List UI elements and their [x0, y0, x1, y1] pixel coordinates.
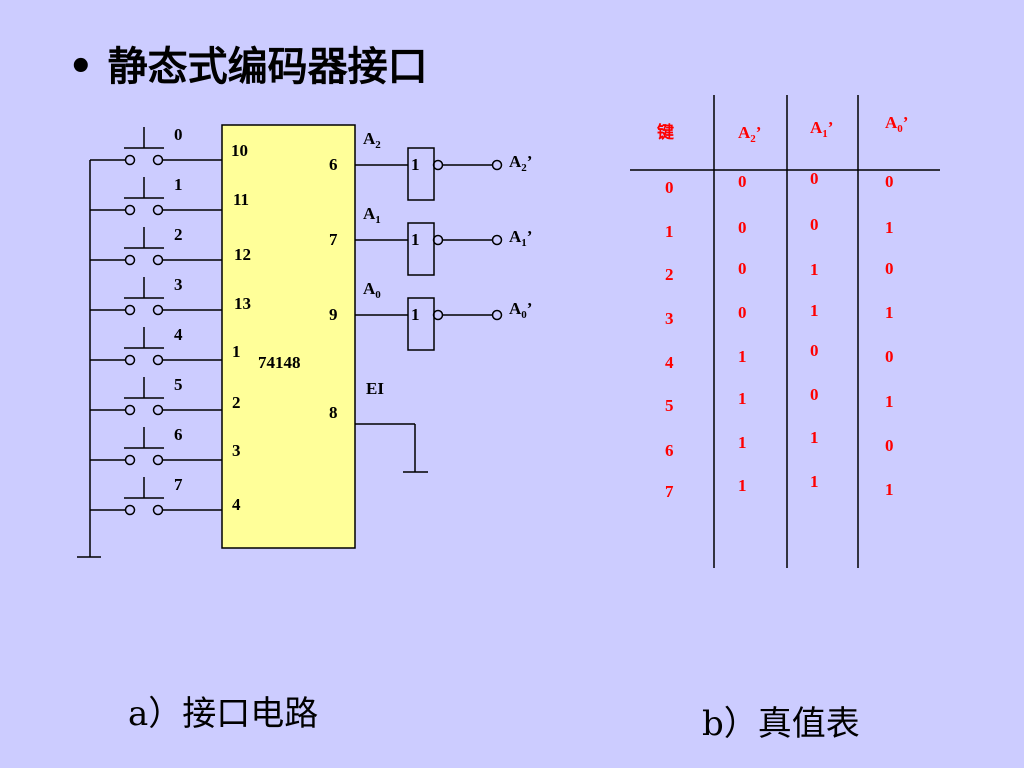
table-key-6: 6: [665, 441, 674, 460]
key-2-contact-left: [124, 254, 136, 266]
chip-input-pin-2: 2: [232, 393, 241, 412]
inverter-bubble-a1: [432, 234, 444, 246]
key-7-contact-left: [124, 504, 136, 516]
caption-truth-table: b）真值表: [702, 704, 860, 744]
table-cell-r4-c3: 0: [885, 347, 894, 366]
chip-input-pin-10: 10: [231, 141, 248, 160]
chip-output-pin-6: 6: [329, 155, 338, 174]
key-7-contact-right: [152, 504, 164, 516]
slide-title-text: 静态式编码器接口: [107, 44, 428, 90]
table-cell-r4-c1: 1: [738, 347, 747, 366]
output-label-a1: A1’: [509, 227, 532, 249]
table-key-1: 1: [665, 222, 674, 241]
table-cell-r3-c1: 0: [738, 303, 747, 322]
output-terminal-a1: [491, 234, 503, 246]
key-label-1: 1: [174, 175, 183, 194]
output-label-a0: A0’: [509, 299, 532, 321]
key-label-5: 5: [174, 375, 183, 394]
table-cell-r6-c3: 0: [885, 436, 894, 455]
table-cell-r5-c1: 1: [738, 389, 747, 408]
key-2-contact-right: [152, 254, 164, 266]
table-cell-r7-c1: 1: [738, 476, 747, 495]
signal-label-a2: A2: [363, 129, 381, 151]
inverter-label-a2: 1: [411, 155, 420, 174]
key-6-contact-left: [124, 454, 136, 466]
table-cell-r1-c3: 1: [885, 218, 894, 237]
chip-input-pin-1: 1: [232, 342, 241, 361]
key-label-3: 3: [174, 275, 183, 294]
table-cell-r2-c2: 1: [810, 260, 819, 279]
inverter-a2: [407, 147, 435, 201]
table-cell-r7-c2: 1: [810, 472, 819, 491]
inverter-label-a1: 1: [411, 230, 420, 249]
chip-74148: [221, 124, 356, 549]
key-0-contact-right: [152, 154, 164, 166]
table-key-2: 2: [665, 265, 674, 284]
table-cell-r5-c3: 1: [885, 392, 894, 411]
table-cell-r6-c1: 1: [738, 433, 747, 452]
key-4-contact-right: [152, 354, 164, 366]
table-cell-r3-c3: 1: [885, 303, 894, 322]
table-key-0: 0: [665, 178, 674, 197]
key-label-4: 4: [174, 325, 183, 344]
table-key-7: 7: [665, 482, 674, 501]
key-6-contact-right: [152, 454, 164, 466]
table-cell-r0-c1: 0: [738, 172, 747, 191]
key-1-contact-right: [152, 204, 164, 216]
key-0-contact-left: [124, 154, 136, 166]
chip-input-pin-4: 4: [232, 495, 241, 514]
key-5-contact-right: [152, 404, 164, 416]
table-key-5: 5: [665, 396, 674, 415]
signal-label-a0: A0: [363, 279, 381, 301]
bullet-icon: •: [68, 44, 94, 90]
key-label-0: 0: [174, 125, 183, 144]
chip-output-pin-8: 8: [329, 403, 338, 422]
inverter-bubble-a0: [432, 309, 444, 321]
table-cell-r3-c2: 1: [810, 301, 819, 320]
key-3-contact-left: [124, 304, 136, 316]
header-a0-prime: A0’: [885, 113, 908, 135]
table-cell-r1-c2: 0: [810, 215, 819, 234]
chip-input-pin-13: 13: [234, 294, 251, 313]
header-a2-prime: A2’: [738, 123, 761, 145]
chip-input-pin-11: 11: [233, 190, 249, 209]
caption-interface-circuit: a）接口电路: [128, 694, 319, 734]
key-4-contact-left: [124, 354, 136, 366]
ei-label: EI: [366, 379, 384, 398]
table-cell-r6-c2: 1: [810, 428, 819, 447]
output-terminal-a2: [491, 159, 503, 171]
key-label-7: 7: [174, 475, 183, 494]
header-key: 键: [657, 122, 674, 142]
signal-label-a1: A1: [363, 204, 381, 226]
inverter-a0: [407, 297, 435, 351]
chip-output-pin-9: 9: [329, 305, 338, 324]
inverter-bubble-a2: [432, 159, 444, 171]
chip-input-pin-3: 3: [232, 441, 241, 460]
key-label-2: 2: [174, 225, 183, 244]
key-3-contact-right: [152, 304, 164, 316]
table-cell-r0-c3: 0: [885, 172, 894, 191]
table-cell-r2-c1: 0: [738, 259, 747, 278]
key-5-contact-left: [124, 404, 136, 416]
table-cell-r7-c3: 1: [885, 480, 894, 499]
table-cell-r4-c2: 0: [810, 341, 819, 360]
inverter-a1: [407, 222, 435, 276]
chip-output-pin-7: 7: [329, 230, 338, 249]
output-terminal-a0: [491, 309, 503, 321]
inverter-label-a0: 1: [411, 305, 420, 324]
table-key-4: 4: [665, 353, 674, 372]
chip-input-pin-12: 12: [234, 245, 251, 264]
header-a1-prime: A1’: [810, 118, 833, 140]
table-cell-r0-c2: 0: [810, 169, 819, 188]
table-cell-r5-c2: 0: [810, 385, 819, 404]
key-label-6: 6: [174, 425, 183, 444]
key-1-contact-left: [124, 204, 136, 216]
output-label-a2: A2’: [509, 152, 532, 174]
table-key-3: 3: [665, 309, 674, 328]
table-cell-r2-c3: 0: [885, 259, 894, 278]
slide-title: • 静态式编码器接口: [68, 34, 428, 92]
table-cell-r1-c1: 0: [738, 218, 747, 237]
chip-label: 74148: [258, 353, 301, 372]
